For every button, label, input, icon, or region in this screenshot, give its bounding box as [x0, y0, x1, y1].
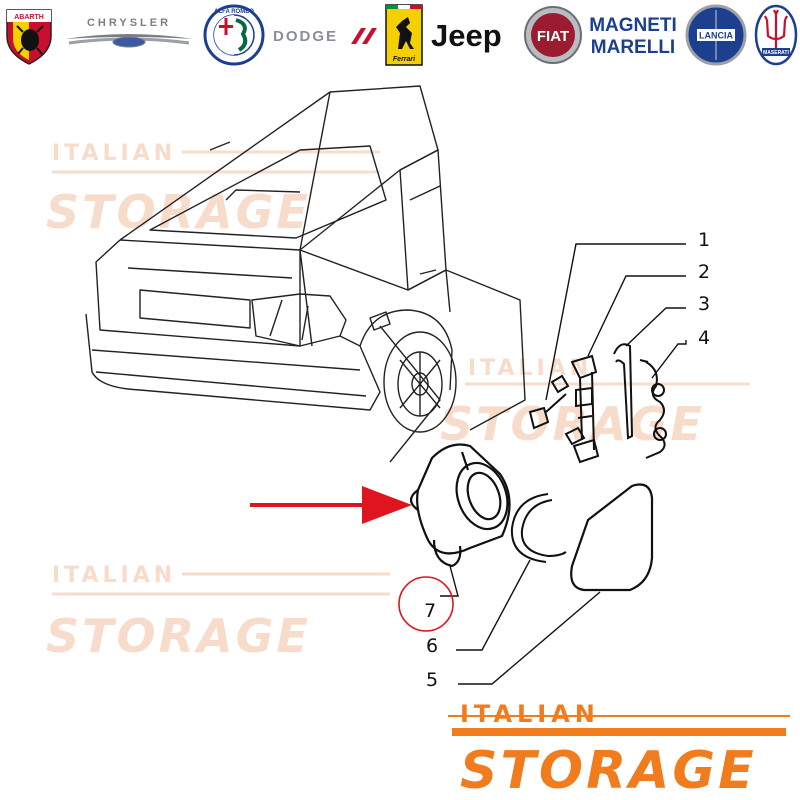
dodge-logo: DODGE	[270, 0, 378, 70]
jeep-logo: Jeep	[428, 0, 514, 70]
watermark-top-line2: STORAGE	[46, 185, 311, 239]
watermark-top-line1: ITALIAN	[52, 141, 176, 166]
lancia-label: LANCIA	[699, 31, 733, 41]
car-rear-illustration	[85, 85, 526, 433]
brand-logo-strip: ABARTH CHRYSLER ALFA ROMEO DODGE	[0, 0, 800, 70]
watermark-middle-line1: ITALIAN	[468, 356, 592, 381]
maserati-label: MASERATI	[763, 50, 789, 56]
ferrari-logo: Ferrari	[382, 0, 426, 70]
seal-ring-part	[510, 493, 567, 563]
fuel-flap-cover-part	[570, 483, 654, 592]
callout-5: 5	[426, 669, 438, 691]
italian-storage-logo: ITALIAN STORAGE	[448, 700, 790, 800]
logo-line1: ITALIAN	[460, 700, 600, 728]
marelli-label: MARELLI	[591, 37, 675, 58]
watermark-top: ITALIAN STORAGE	[46, 141, 380, 239]
highlight-arrow	[250, 486, 412, 524]
callout-3: 3	[698, 293, 710, 315]
callout-6: 6	[426, 635, 438, 657]
fuel-filler-housing-part	[409, 443, 511, 568]
chrysler-logo: CHRYSLER	[62, 0, 196, 70]
fiat-logo: FIAT	[522, 0, 584, 70]
logo-line2: STORAGE	[460, 741, 757, 800]
bracket-part	[570, 354, 600, 464]
bolt-part	[528, 374, 586, 446]
magneti-marelli-logo: MAGNETI MARELLI	[586, 0, 680, 70]
watermark-bottom-line2: STORAGE	[46, 609, 311, 663]
abarth-logo: ABARTH	[0, 0, 58, 70]
magneti-label: MAGNETI	[589, 15, 677, 36]
callout-1: 1	[698, 229, 710, 251]
watermark-bottom-line1: ITALIAN	[52, 563, 176, 588]
ferrari-label: Ferrari	[393, 56, 416, 63]
maserati-logo: MASERATI	[752, 0, 800, 70]
callout-7: 7	[424, 600, 436, 622]
alfa-romeo-label: ALFA ROMEO	[214, 9, 254, 15]
callout-leaders	[440, 243, 687, 685]
callout-numbers: 1 2 3 4 5 6 7	[424, 229, 710, 691]
abarth-label: ABARTH	[14, 14, 44, 21]
callout-4: 4	[698, 327, 710, 349]
rod-part	[613, 343, 634, 440]
watermark-bottom: ITALIAN STORAGE	[46, 563, 390, 663]
alfa-romeo-logo: ALFA ROMEO	[200, 0, 268, 70]
highlight-circle	[398, 576, 454, 632]
fuel-door-leader	[379, 325, 441, 463]
callout-2: 2	[698, 261, 710, 283]
fiat-label: FIAT	[537, 28, 569, 45]
chrysler-label: CHRYSLER	[87, 17, 171, 29]
jeep-label: Jeep	[431, 18, 502, 53]
spring-clip-part	[639, 359, 667, 459]
dodge-label: DODGE	[273, 28, 338, 45]
lancia-logo: LANCIA	[684, 0, 748, 70]
